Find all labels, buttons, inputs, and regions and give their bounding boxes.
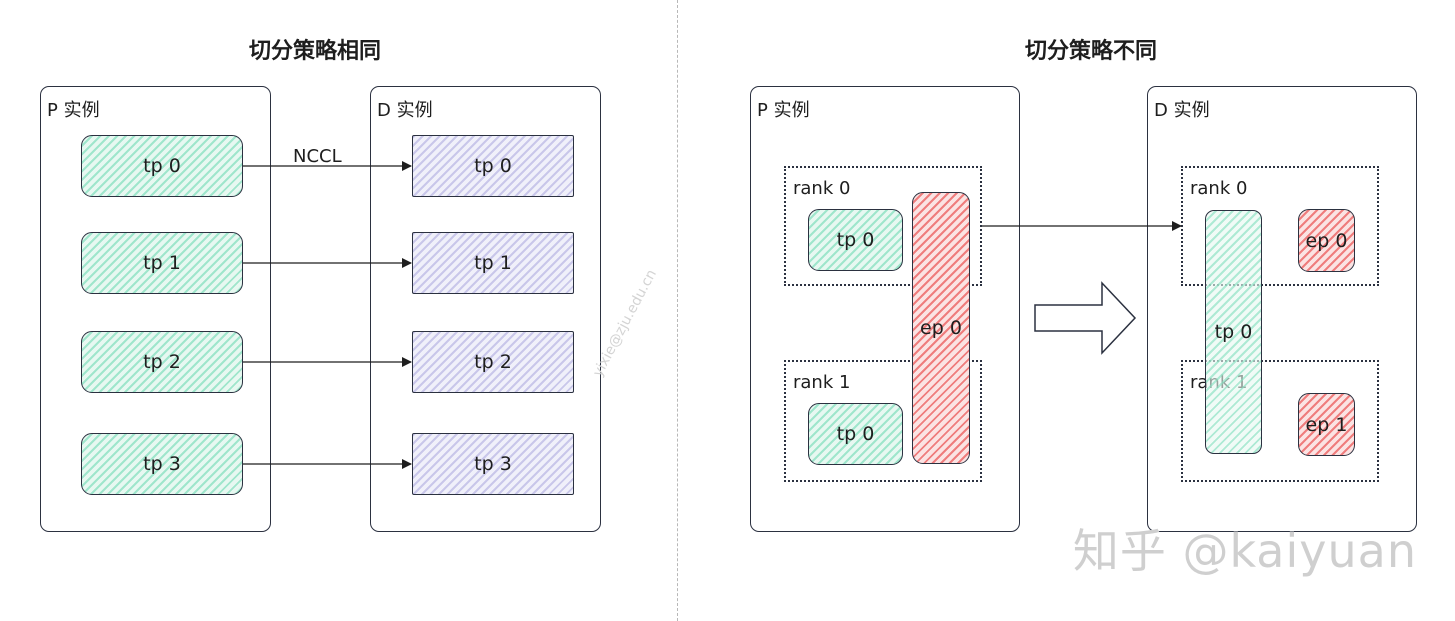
right-p-rank0-tp-label: tp 0 — [836, 229, 875, 251]
right-panel-title: 切分策略不同 — [1025, 39, 1158, 64]
left-p-tp3-label: tp 3 — [143, 453, 181, 475]
nccl-link-label: NCCL — [293, 146, 342, 167]
left-d-instance-label: D 实例 — [377, 100, 433, 121]
left-d-tp1-box: tp 1 — [412, 232, 574, 294]
left-p-tp3-box: tp 3 — [81, 433, 243, 495]
right-p-rank0-group: rank 0 — [784, 166, 982, 286]
right-p-rank0-tp-box: tp 0 — [808, 209, 903, 271]
right-p-instance-label: P 实例 — [757, 100, 810, 121]
transform-block-arrow — [1034, 281, 1137, 355]
left-p-instance-frame: P 实例 — [40, 86, 271, 532]
right-d-instance-label: D 实例 — [1154, 100, 1210, 121]
right-d-rank0-group: rank 0 — [1181, 166, 1379, 286]
right-p-rank1-group: rank 1 — [784, 360, 982, 482]
left-p-tp0-box: tp 0 — [81, 135, 243, 197]
panel-divider — [677, 0, 678, 621]
left-d-tp3-box: tp 3 — [412, 433, 574, 495]
left-p-tp1-label: tp 1 — [143, 252, 181, 274]
right-p-ep-label: ep 0 — [920, 317, 962, 339]
right-p-rank1-tp-label: tp 0 — [836, 423, 875, 445]
right-d-tp-box: tp 0 — [1205, 210, 1262, 454]
right-d-rank0-label: rank 0 — [1190, 178, 1248, 199]
right-d-rank0-ep-label: ep 0 — [1305, 229, 1348, 252]
left-d-tp2-box: tp 2 — [412, 331, 574, 393]
left-p-tp0-label: tp 0 — [143, 155, 181, 177]
left-d-tp0-label: tp 0 — [474, 155, 512, 177]
right-p-rank1-tp-box: tp 0 — [808, 403, 903, 465]
right-d-rank1-ep-box: ep 1 — [1298, 393, 1355, 456]
left-p-tp2-label: tp 2 — [143, 351, 181, 373]
right-d-tp-label: tp 0 — [1214, 321, 1253, 343]
left-p-instance-label: P 实例 — [47, 100, 100, 121]
right-p-rank0-label: rank 0 — [793, 178, 851, 199]
left-p-tp2-box: tp 2 — [81, 331, 243, 393]
left-p-tp1-box: tp 1 — [81, 232, 243, 294]
right-p-ep-box: ep 0 — [912, 192, 970, 464]
right-p-instance-frame: P 实例 — [750, 86, 1020, 532]
left-d-tp3-label: tp 3 — [474, 453, 512, 475]
right-d-instance-frame: D 实例 — [1147, 86, 1417, 532]
left-d-tp2-label: tp 2 — [474, 351, 512, 373]
left-panel-title: 切分策略相同 — [249, 39, 382, 64]
left-d-tp0-box: tp 0 — [412, 135, 574, 197]
right-d-rank0-ep-box: ep 0 — [1298, 209, 1355, 272]
left-d-instance-frame: D 实例 — [370, 86, 601, 532]
left-d-tp1-label: tp 1 — [474, 252, 512, 274]
right-d-rank1-ep-label: ep 1 — [1305, 413, 1348, 436]
zhihu-watermark: 知乎 @kaiyuan — [1072, 524, 1417, 578]
right-p-rank1-label: rank 1 — [793, 372, 851, 393]
